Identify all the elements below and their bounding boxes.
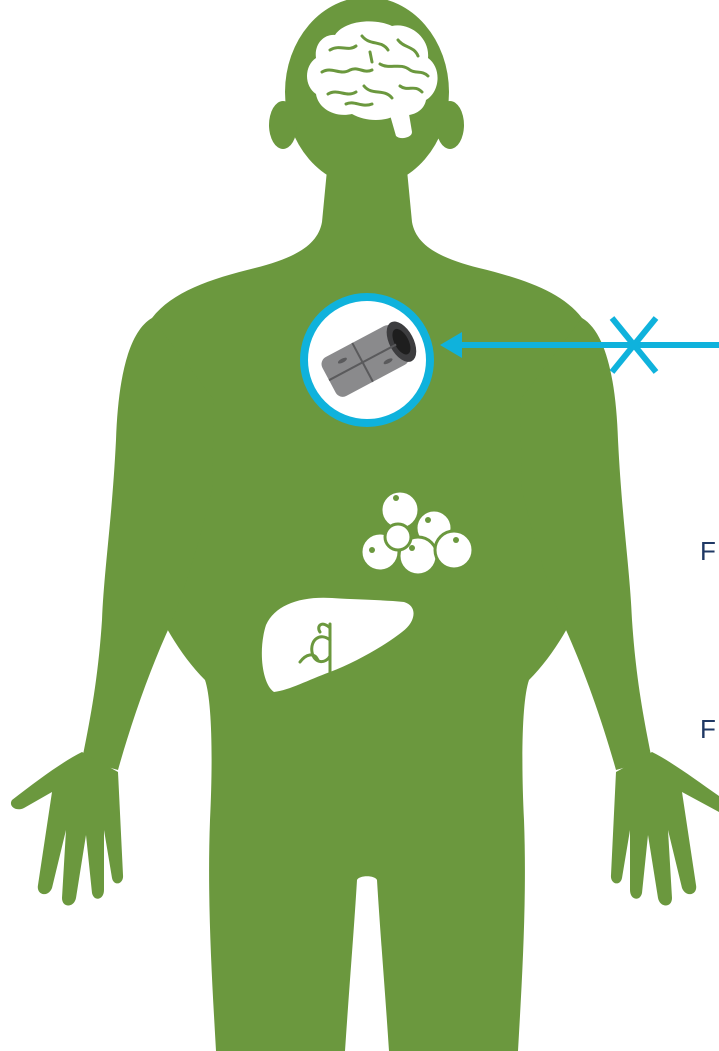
clipped-label-2: F [700,716,716,742]
blood-vessel-icon [304,297,430,423]
clipped-label-1: F [700,538,716,564]
human-silhouette [11,0,719,1051]
